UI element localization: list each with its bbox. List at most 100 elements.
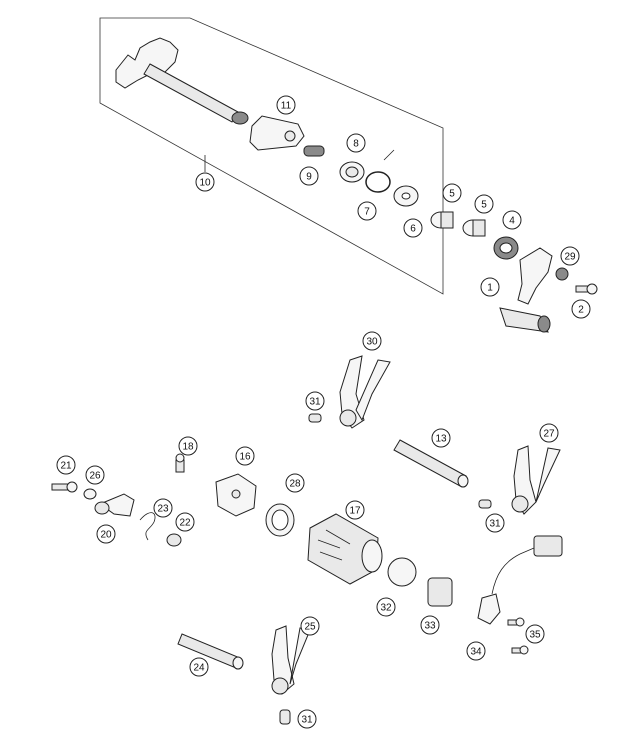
collar-part (339, 161, 365, 183)
callout-number: 31 (489, 519, 501, 530)
callout-number: 34 (470, 647, 482, 658)
detent-spring-part (139, 512, 156, 541)
drum-bearing-part (265, 503, 295, 537)
lever-bolt-part (575, 283, 598, 295)
callout-number: 4 (509, 216, 515, 227)
callout-number: 10 (199, 178, 211, 189)
bushing-part-b (462, 219, 486, 237)
detent-bolt-part (51, 481, 78, 493)
fork-pin-upper (308, 413, 322, 423)
callout-circle (502, 210, 522, 230)
callout-circle (431, 428, 451, 448)
fork-rod-upper (393, 439, 469, 488)
callout-c21: 21 (56, 455, 76, 475)
callout-circle (485, 513, 505, 533)
callout-number: 35 (529, 630, 541, 641)
shift-drum-bolt-part (175, 453, 185, 473)
callout-number: 9 (306, 172, 312, 183)
callout-c1: 1 (480, 277, 500, 297)
callout-number: 17 (349, 506, 361, 517)
callout-c24: 24 (189, 657, 209, 677)
callout-number: 30 (366, 337, 378, 348)
callout-circle (85, 465, 105, 485)
spring-plate-part (249, 115, 305, 151)
shift-shaft-part (115, 37, 249, 125)
shift-fork-lower (271, 625, 311, 695)
callout-c20: 20 (96, 524, 116, 544)
detent-washer-part (83, 488, 97, 500)
callout-c25: 25 (300, 616, 320, 636)
callout-circle (195, 172, 215, 192)
callout-circle (346, 133, 366, 153)
callout-number: 21 (60, 461, 72, 472)
callout-number: 22 (179, 518, 191, 529)
callout-circle (300, 616, 320, 636)
callout-c13: 13 (431, 428, 451, 448)
sensor-screw-b (511, 645, 529, 655)
callout-circle (525, 624, 545, 644)
callout-number: 18 (182, 442, 194, 453)
callout-number: 1 (487, 283, 493, 294)
callout-number: 13 (435, 434, 447, 445)
callout-number: 6 (410, 224, 416, 235)
callout-c8: 8 (346, 133, 366, 153)
washer-part (393, 185, 419, 207)
callout-circle (571, 299, 591, 319)
callout-number: 28 (289, 479, 301, 490)
callout-circle (299, 166, 319, 186)
callout-circle (403, 218, 423, 238)
callout-circle (474, 194, 494, 214)
callout-number: 11 (281, 101, 292, 112)
callout-circle (235, 446, 255, 466)
callout-circle (285, 473, 305, 493)
callout-c4: 4 (502, 210, 522, 230)
callout-number: 8 (353, 139, 359, 150)
callout-number: 5 (481, 200, 487, 211)
callout-circle (178, 436, 198, 456)
callout-circle (539, 423, 559, 443)
callout-number: 24 (193, 663, 205, 674)
seal-part (493, 236, 519, 260)
callout-c26: 26 (85, 465, 105, 485)
callout-number: 33 (424, 621, 436, 632)
shift-lever-part (499, 247, 553, 333)
callout-number: 5 (449, 189, 455, 200)
callout-number: 32 (380, 603, 392, 614)
callout-c34: 34 (466, 641, 486, 661)
callout-circle (56, 455, 76, 475)
callout-number: 27 (543, 429, 555, 440)
callout-circle (560, 246, 580, 266)
callout-number: 23 (157, 504, 169, 515)
callout-c31c: 31 (297, 709, 317, 729)
callout-c7: 7 (357, 201, 377, 221)
callout-circle (442, 183, 462, 203)
callout-circle (362, 331, 382, 351)
callout-circle (305, 391, 325, 411)
callout-number: 20 (100, 530, 112, 541)
callout-circle (466, 641, 486, 661)
callout-number: 31 (301, 715, 313, 726)
callout-c33: 33 (420, 615, 440, 635)
callout-layer: 1245567891011131617182021222324252627282… (56, 95, 591, 729)
sensor-screw-a (507, 617, 525, 627)
callout-c31b: 31 (485, 513, 505, 533)
fork-pin-lower (279, 709, 291, 725)
callout-c29: 29 (560, 246, 580, 266)
callout-c6: 6 (403, 218, 423, 238)
gear-sensor-housing-part (427, 577, 453, 607)
callout-c28: 28 (285, 473, 305, 493)
callout-c10: 10 (195, 172, 215, 192)
fork-pin-right (478, 499, 492, 509)
callout-c18: 18 (178, 436, 198, 456)
drum-ring-part (387, 557, 417, 587)
callout-number: 7 (364, 207, 370, 218)
callout-c35: 35 (525, 624, 545, 644)
callout-c9: 9 (299, 166, 319, 186)
shift-star-part (215, 473, 257, 517)
gear-position-sensor-part (477, 535, 563, 625)
callout-c5a: 5 (442, 183, 462, 203)
shift-drum-part (307, 513, 383, 585)
callout-number: 26 (89, 471, 101, 482)
callout-circle (189, 657, 209, 677)
callout-c30: 30 (362, 331, 382, 351)
